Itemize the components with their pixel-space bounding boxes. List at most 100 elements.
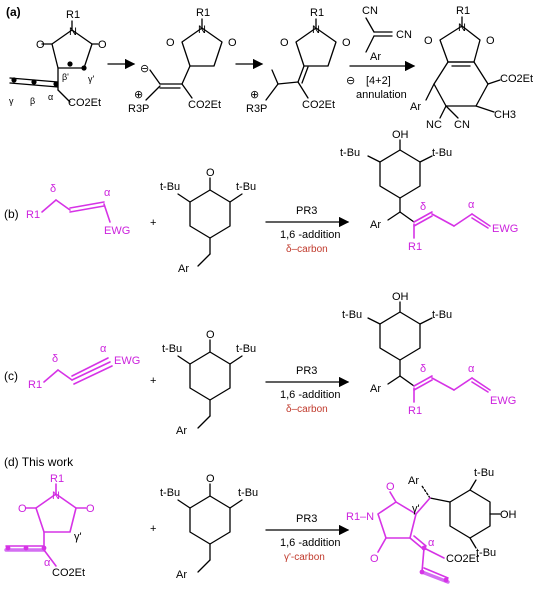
tbu-label: t-Bu xyxy=(432,147,452,159)
oxygen-label: O xyxy=(280,37,289,49)
r3p-label: R3P xyxy=(128,103,149,115)
hydroxyl-label: OH xyxy=(392,129,409,141)
ch3-label: CH3 xyxy=(494,109,516,121)
condition-label: 1,6 -addition xyxy=(280,389,341,401)
panel-d-quinone-methide: O t-Bu t-Bu Ar xyxy=(160,473,258,581)
panel-b: (b) R1 δ α EWG + O t-Bu t-Bu Ar PR3 xyxy=(4,129,518,275)
panel-d-label: (d) This work xyxy=(4,455,74,469)
r1-label: R1 xyxy=(310,7,324,19)
beta-prime-label: β' xyxy=(62,72,69,82)
r1-n-label: R1–N xyxy=(346,511,374,523)
alpha-label: α xyxy=(468,363,475,375)
gamma-prime-label: γ' xyxy=(88,74,95,84)
oxygen-label: O xyxy=(86,503,95,515)
r1-label: R1 xyxy=(50,473,64,485)
tbu-label: t-Bu xyxy=(160,181,180,193)
alpha-label: α xyxy=(468,199,475,211)
co2et-label: CO2Et xyxy=(302,99,335,111)
panel-b-allenoate: R1 δ α EWG xyxy=(26,183,130,237)
delta-label: δ xyxy=(420,363,426,375)
oxygen-label: O xyxy=(206,167,215,179)
tbu-label: t-Bu xyxy=(476,547,496,559)
alpha-label: α xyxy=(100,343,107,355)
oxygen-label: O xyxy=(18,503,27,515)
ar-label: Ar xyxy=(176,425,187,437)
plus-charge: ⊕ xyxy=(134,89,143,101)
panel-d-product: t-Bu OH t-Bu Ar O O R1–N γ' xyxy=(346,467,517,584)
nitrogen-label: N xyxy=(458,22,466,34)
nitrogen-label: N xyxy=(198,24,206,36)
reagent-label: [4+2] xyxy=(366,75,391,87)
oxygen-label: O xyxy=(486,35,495,47)
ar-label: Ar xyxy=(176,569,187,581)
ewg-label: EWG xyxy=(490,395,516,407)
oxygen-label: O xyxy=(166,37,175,49)
tbu-label: t-Bu xyxy=(474,467,494,479)
reagent-label: PR3 xyxy=(296,513,317,525)
alpha-label: α xyxy=(104,187,111,199)
r1-label: R1 xyxy=(26,209,40,221)
regioselectivity-label: γ'-carbon xyxy=(284,552,325,563)
gamma-label: γ xyxy=(9,96,14,106)
panel-a-allenoate: R1 N O O CO2Et γ β α β' γ' xyxy=(9,9,107,109)
panel-c-quinone-methide: O t-Bu t-Bu Ar xyxy=(162,329,256,437)
nitrogen-label: N xyxy=(69,26,77,38)
ar-label: Ar xyxy=(410,101,421,113)
tbu-label: t-Bu xyxy=(432,309,452,321)
panel-b-product: OH t-Bu t-Bu Ar R1 δ α EWG xyxy=(340,129,518,253)
ar-label: Ar xyxy=(370,383,381,395)
panel-d-allenoate: R1 N O O CO2Et γ' α xyxy=(4,473,95,579)
panel-a-zwitterion-2: R1 N O O CO2Et ⊕ R3P ⊖ xyxy=(246,7,355,115)
oxygen-label: O xyxy=(36,39,45,51)
oxygen-label: O xyxy=(370,553,379,565)
reagent-label: PR3 xyxy=(296,365,317,377)
panel-a-zwitterion-1: R1 N O O CO2Et ⊖ ⊕ R3P xyxy=(128,7,237,115)
panel-c: (c) R1 δ α EWG + O t-Bu t-Bu Ar PR3 xyxy=(4,291,516,437)
r1-label: R1 xyxy=(66,9,80,21)
nc-label: NC xyxy=(426,119,442,131)
condition-label: 1,6 -addition xyxy=(280,537,341,549)
tbu-label: t-Bu xyxy=(236,181,256,193)
r1-label: R1 xyxy=(456,5,470,17)
tbu-label: t-Bu xyxy=(340,147,360,159)
co2et-label: CO2Et xyxy=(52,567,85,579)
nitrogen-label: N xyxy=(312,24,320,36)
plus-sign: + xyxy=(150,375,156,387)
tbu-label: t-Bu xyxy=(238,487,258,499)
r1-label: R1 xyxy=(196,7,210,19)
ar-label: Ar xyxy=(370,219,381,231)
r1-label: R1 xyxy=(408,241,422,253)
oxygen-label: O xyxy=(342,37,351,49)
r1-label: R1 xyxy=(408,405,422,417)
plus-charge: ⊕ xyxy=(250,89,259,101)
hydroxyl-label: OH xyxy=(500,509,517,521)
tbu-label: t-Bu xyxy=(342,309,362,321)
co2et-label: CO2Et xyxy=(446,553,479,565)
plus-sign: + xyxy=(150,523,156,535)
oxygen-label: O xyxy=(206,473,215,485)
plus-sign: + xyxy=(150,217,156,229)
delta-label: δ xyxy=(52,353,58,365)
panel-b-label: (b) xyxy=(4,207,19,221)
ar-label: Ar xyxy=(370,51,381,63)
reagent-label-2: annulation xyxy=(356,89,407,101)
cn-label: CN xyxy=(454,119,470,131)
delta-label: δ xyxy=(50,183,56,195)
reagent-label: PR3 xyxy=(296,205,317,217)
tbu-label: t-Bu xyxy=(160,487,180,499)
gamma-prime-label: γ' xyxy=(74,531,82,543)
cn-label: CN xyxy=(362,5,378,17)
panel-a-product: R1 N O O CO2Et CH3 Ar NC CN xyxy=(410,5,533,131)
oxygen-label: O xyxy=(386,481,395,493)
tbu-label: t-Bu xyxy=(236,343,256,355)
delta-label: δ xyxy=(420,201,426,213)
condition-label: 1,6 -addition xyxy=(280,229,341,241)
alpha-label: α xyxy=(428,537,435,549)
alpha-label: α xyxy=(44,557,51,569)
panel-d: (d) This work R1 N O O CO2Et γ' α + O xyxy=(4,455,517,584)
hydroxyl-label: OH xyxy=(392,291,409,303)
co2et-label: CO2Et xyxy=(500,73,533,85)
oxygen-label: O xyxy=(424,35,433,47)
panel-a-annulation-step: CN CN Ar [4+2] annulation xyxy=(349,5,416,101)
